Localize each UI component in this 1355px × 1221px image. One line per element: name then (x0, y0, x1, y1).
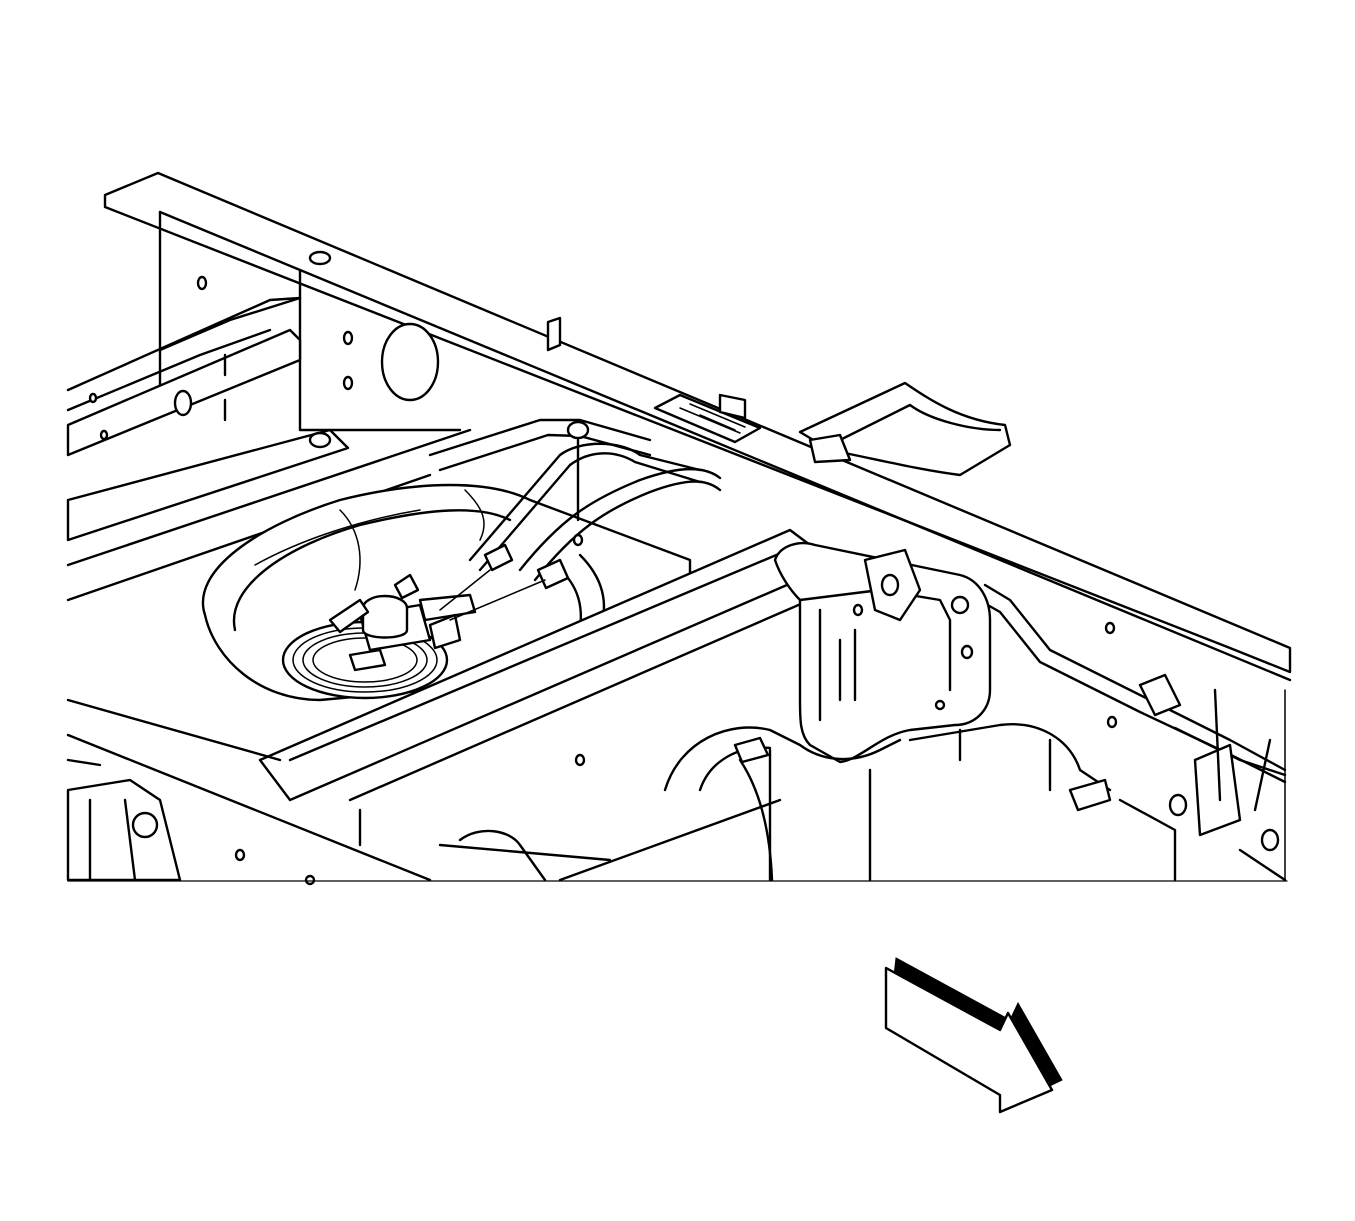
mounting-bracket (558, 541, 992, 882)
left-lower-bracket (66, 758, 612, 886)
left-frame-section (66, 296, 472, 602)
upper-right-bracket (798, 381, 1012, 477)
right-lower-structure (908, 723, 1287, 882)
fuel-sender-module (281, 573, 477, 700)
direction-arrow-icon (884, 957, 1063, 1114)
fuel-lines (428, 418, 1287, 852)
frame-rail (103, 171, 1292, 881)
